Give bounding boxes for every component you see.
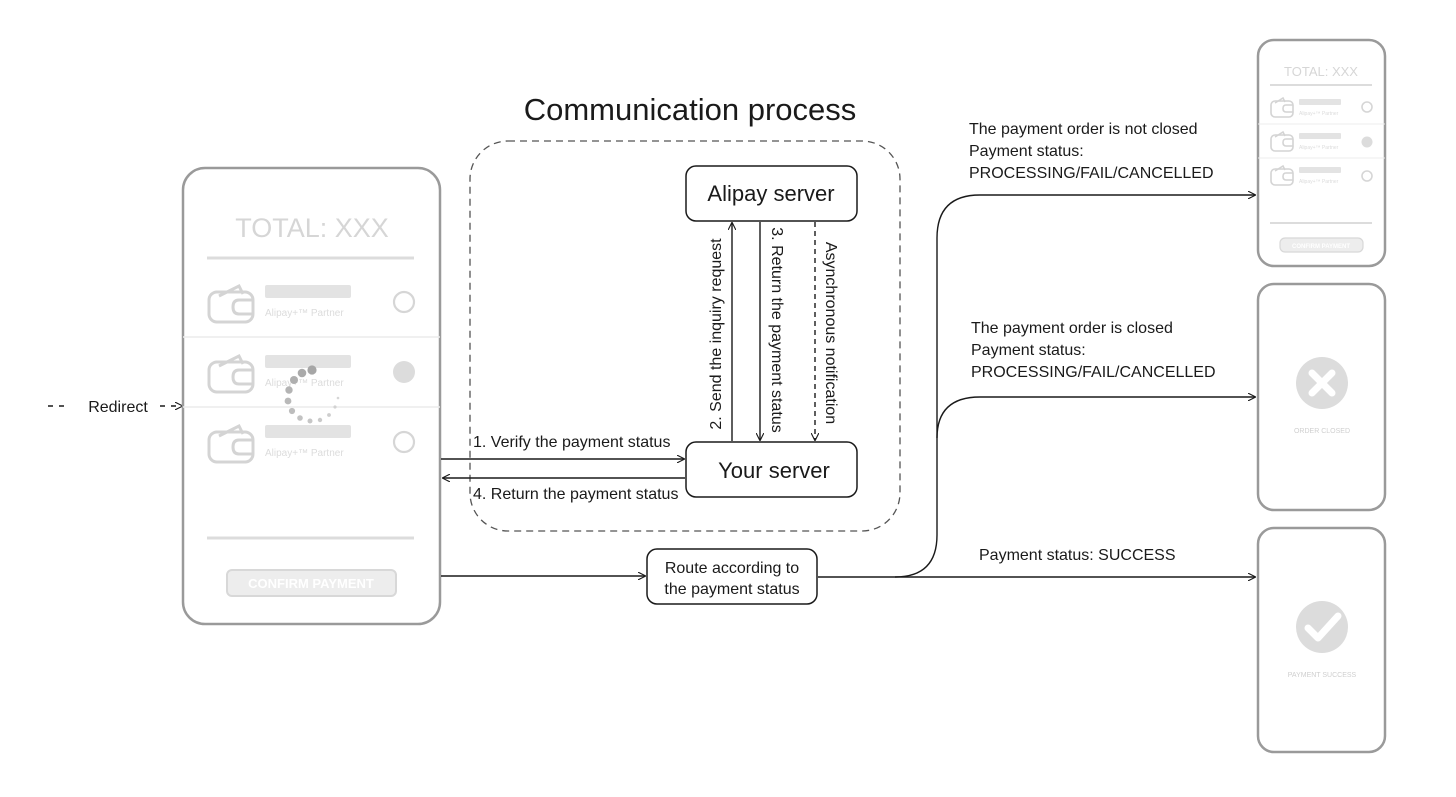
outcome-not-closed-line1: The payment order is not closed	[969, 121, 1198, 138]
small-radio-unselected[interactable]	[1361, 170, 1373, 182]
outcome-not-closed-line3: PROCESSING/FAIL/CANCELLED	[969, 165, 1214, 182]
small-partner-label: Alipay+™ Partner	[1299, 145, 1339, 151]
payment-method-item[interactable]: Alipay+™ Partner	[207, 354, 415, 394]
redirect-label: Redirect	[88, 399, 148, 416]
small-partner-label: Alipay+™ Partner	[1299, 179, 1339, 185]
route-node: Route according to the payment status	[646, 548, 818, 605]
small-radio-selected[interactable]	[1361, 136, 1373, 148]
branch-closed-connector	[936, 397, 1255, 439]
alipay-server-label: Alipay server	[707, 181, 834, 206]
alipay-server-node: Alipay server	[685, 165, 858, 222]
radio-unselected[interactable]	[392, 290, 416, 314]
outcome-not-closed-line2: Payment status:	[969, 143, 1084, 160]
send-inquiry-label: 2. Send the inquiry request	[708, 238, 725, 430]
async-notification-label: Asynchronous notification	[822, 242, 839, 424]
route-label-line1: Route according to	[665, 560, 799, 577]
partner-label: Alipay+™ Partner	[265, 378, 344, 389]
your-server-node: Your server	[685, 441, 858, 498]
branch-not-closed-connector	[818, 195, 1255, 578]
outcome-closed-line2: Payment status:	[971, 342, 1086, 359]
close-icon	[1296, 357, 1348, 409]
small-phone-total: TOTAL: XXX	[1284, 64, 1358, 79]
loading-spinner-icon	[284, 365, 340, 424]
confirm-payment-button[interactable]	[226, 569, 397, 597]
confirm-payment-label: CONFIRM PAYMENT	[248, 576, 374, 591]
small-confirm-button[interactable]	[1279, 237, 1364, 253]
small-partner-label: Alipay+™ Partner	[1299, 111, 1339, 117]
checkout-phone: TOTAL: XXX Alipay+™ Partner Alipay+™ Par…	[181, 166, 442, 626]
small-radio-unselected[interactable]	[1361, 101, 1373, 113]
phone-order-closed: ORDER CLOSED	[1256, 282, 1387, 512]
outcome-closed-line3: PROCESSING/FAIL/CANCELLED	[971, 364, 1216, 381]
phone-total: TOTAL: XXX	[235, 213, 389, 243]
verify-status-label: 1. Verify the payment status	[473, 434, 670, 451]
payment-method-item[interactable]: Alipay+™ Partner	[207, 424, 416, 464]
checkmark-icon	[1296, 601, 1348, 653]
order-closed-label: ORDER CLOSED	[1294, 428, 1350, 435]
communication-process-boundary	[469, 140, 901, 532]
phone-retry-selection: TOTAL: XXX Alipay+™ Partner Alipay+™ Par…	[1256, 38, 1387, 268]
outcome-closed-line1: The payment order is closed	[971, 320, 1173, 337]
phone-payment-success: PAYMENT SUCCESS	[1256, 526, 1387, 754]
return-status-4-label: 4. Return the payment status	[473, 486, 678, 503]
partner-label: Alipay+™ Partner	[265, 308, 344, 319]
outcome-success-label: Payment status: SUCCESS	[979, 547, 1176, 564]
small-confirm-label: CONFIRM PAYMENT	[1292, 244, 1350, 250]
route-label-line2: the payment status	[664, 581, 799, 598]
diagram-title: Communication process	[524, 92, 857, 127]
return-status-3-label: 3. Return the payment status	[768, 227, 785, 432]
payment-success-label: PAYMENT SUCCESS	[1288, 672, 1357, 679]
your-server-label: Your server	[718, 458, 830, 483]
radio-unselected[interactable]	[392, 430, 416, 454]
payment-method-item[interactable]: Alipay+™ Partner	[207, 284, 416, 324]
radio-selected[interactable]	[393, 361, 415, 383]
partner-label: Alipay+™ Partner	[265, 448, 344, 459]
